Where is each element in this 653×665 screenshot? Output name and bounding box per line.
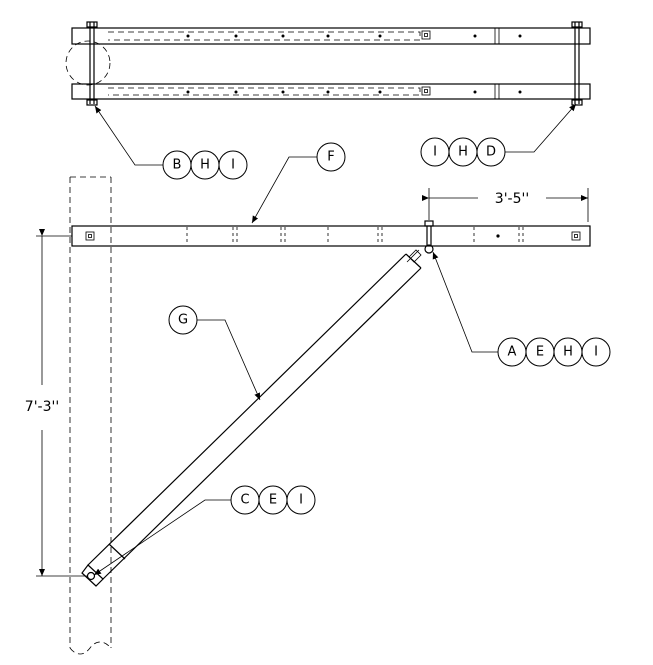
dimension-vertical-text: 7'-3'' (25, 399, 59, 415)
callout-brace-top: A E H I (432, 251, 611, 367)
callout-letter: H (563, 345, 573, 360)
callout-letter: C (240, 493, 249, 508)
callout-top-right: I H D (420, 103, 577, 167)
callout-letter: I (231, 158, 235, 173)
callout-letter: A (508, 345, 517, 360)
callout-letter: H (200, 158, 210, 173)
callout-letter: I (433, 145, 437, 160)
callout-letter: G (178, 313, 188, 328)
plan-brace-hidden-lower (108, 87, 421, 96)
callout-brace: G (168, 305, 261, 401)
callout-letter: H (458, 145, 468, 160)
dimension-horizontal: 3'-5'' (422, 188, 589, 222)
plan-brace-hidden-upper (108, 31, 421, 41)
dimension-vertical: 7'-3'' (25, 229, 88, 577)
callout-letter: E (269, 493, 277, 508)
callout-brace-bottom: C E I (93, 485, 316, 576)
plan-arm-upper (71, 27, 591, 45)
callout-letter: E (536, 345, 544, 360)
pole-hidden (69, 176, 112, 655)
crossarm (71, 220, 591, 254)
plan-view (65, 21, 591, 106)
plan-arm-lower (71, 83, 591, 100)
dimension-horizontal-text: 3'-5'' (495, 191, 529, 207)
pole-section-hidden (65, 40, 111, 86)
callout-letter: B (173, 158, 182, 173)
brace (81, 249, 422, 587)
callout-letter: F (327, 150, 334, 165)
callout-letter: I (594, 345, 598, 360)
callout-letter: I (299, 493, 303, 508)
callout-top-left: B H I (94, 105, 248, 180)
callout-crossarm: F (251, 142, 346, 224)
callout-letter: D (486, 145, 496, 160)
